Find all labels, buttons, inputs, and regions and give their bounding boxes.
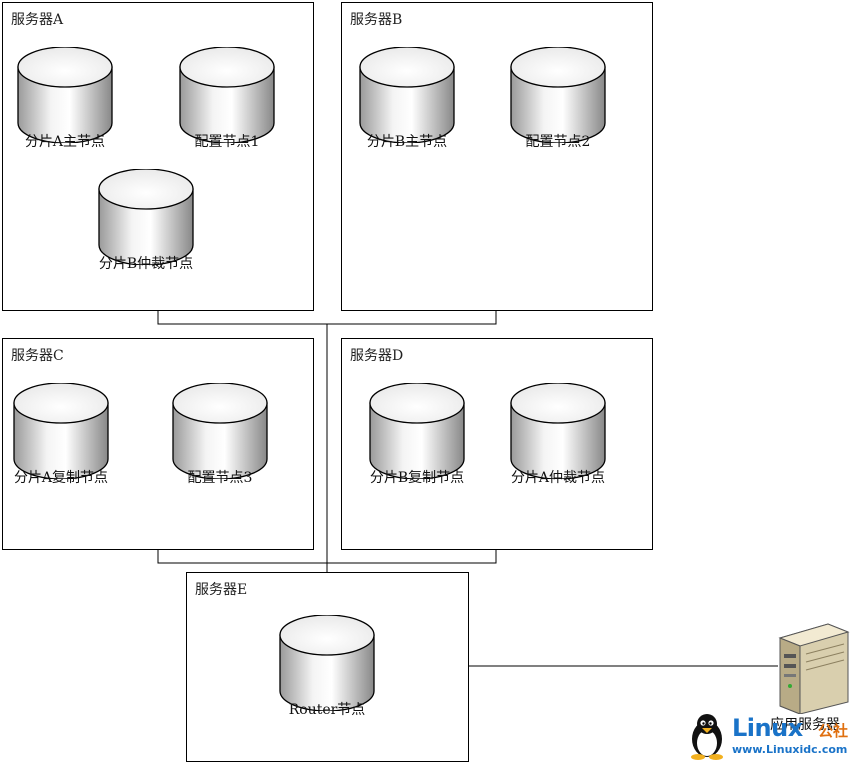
db-node: 分片B仲裁节点 (96, 169, 196, 272)
server-C-title: 服务器C (11, 348, 64, 364)
node-label: 分片B复制节点 (369, 470, 465, 486)
db-node: 配置节点3 (170, 383, 270, 486)
server-tower-icon (778, 623, 850, 714)
server-B-title: 服务器B (350, 12, 403, 28)
database-cylinder-icon (172, 383, 268, 479)
database-cylinder-icon (279, 615, 375, 711)
server-E-title: 服务器E (195, 582, 248, 598)
db-node: Router节点 (277, 615, 377, 718)
database-cylinder-icon (13, 383, 109, 479)
penguin-icon (691, 714, 723, 760)
db-node: 分片B复制节点 (367, 383, 467, 486)
server-C-box: 服务器C 分片A复制节点 配置节点3 (2, 338, 314, 550)
db-node: 分片A仲裁节点 (508, 383, 608, 486)
server-E-box: 服务器E Router节点 (186, 572, 469, 762)
watermark-url: www.Linuxidc.com (732, 743, 848, 756)
database-cylinder-icon (17, 47, 113, 143)
db-node: 分片A复制节点 (11, 383, 111, 486)
node-label: 配置节点1 (194, 134, 260, 150)
db-node: 分片B主节点 (357, 47, 457, 150)
node-label: 分片B仲裁节点 (98, 256, 194, 272)
database-cylinder-icon (359, 47, 455, 143)
node-label: 分片B主节点 (366, 134, 448, 150)
db-node: 配置节点1 (177, 47, 277, 150)
server-D-title: 服务器D (350, 348, 404, 364)
database-cylinder-icon (369, 383, 465, 479)
node-label: 分片A主节点 (24, 134, 106, 150)
database-cylinder-icon (510, 383, 606, 479)
watermark-brand-sub: 公社 (818, 722, 849, 740)
node-label: 配置节点2 (525, 134, 591, 150)
watermark-brand: Linux (732, 714, 803, 742)
db-node: 分片A主节点 (15, 47, 115, 150)
database-cylinder-icon (510, 47, 606, 143)
server-B-box: 服务器B 分片B主节点 配置节点2 (341, 2, 653, 311)
node-label: Router节点 (288, 702, 366, 718)
server-D-box: 服务器D 分片B复制节点 分片A仲裁节点 (341, 338, 653, 550)
app-server-label: 应用服务器 (770, 717, 840, 733)
database-cylinder-icon (98, 169, 194, 265)
watermark-logo: Linux 公社 www.Linuxidc.com (686, 712, 860, 760)
node-label: 分片A复制节点 (13, 470, 109, 486)
database-cylinder-icon (179, 47, 275, 143)
db-node: 配置节点2 (508, 47, 608, 150)
link-A-B (157, 310, 497, 325)
server-A-title: 服务器A (11, 12, 64, 28)
node-label: 分片A仲裁节点 (510, 470, 606, 486)
server-A-box: 服务器A 分片A主节点 配置节点1 分片B仲裁节点 (2, 2, 314, 311)
node-label: 配置节点3 (187, 470, 253, 486)
